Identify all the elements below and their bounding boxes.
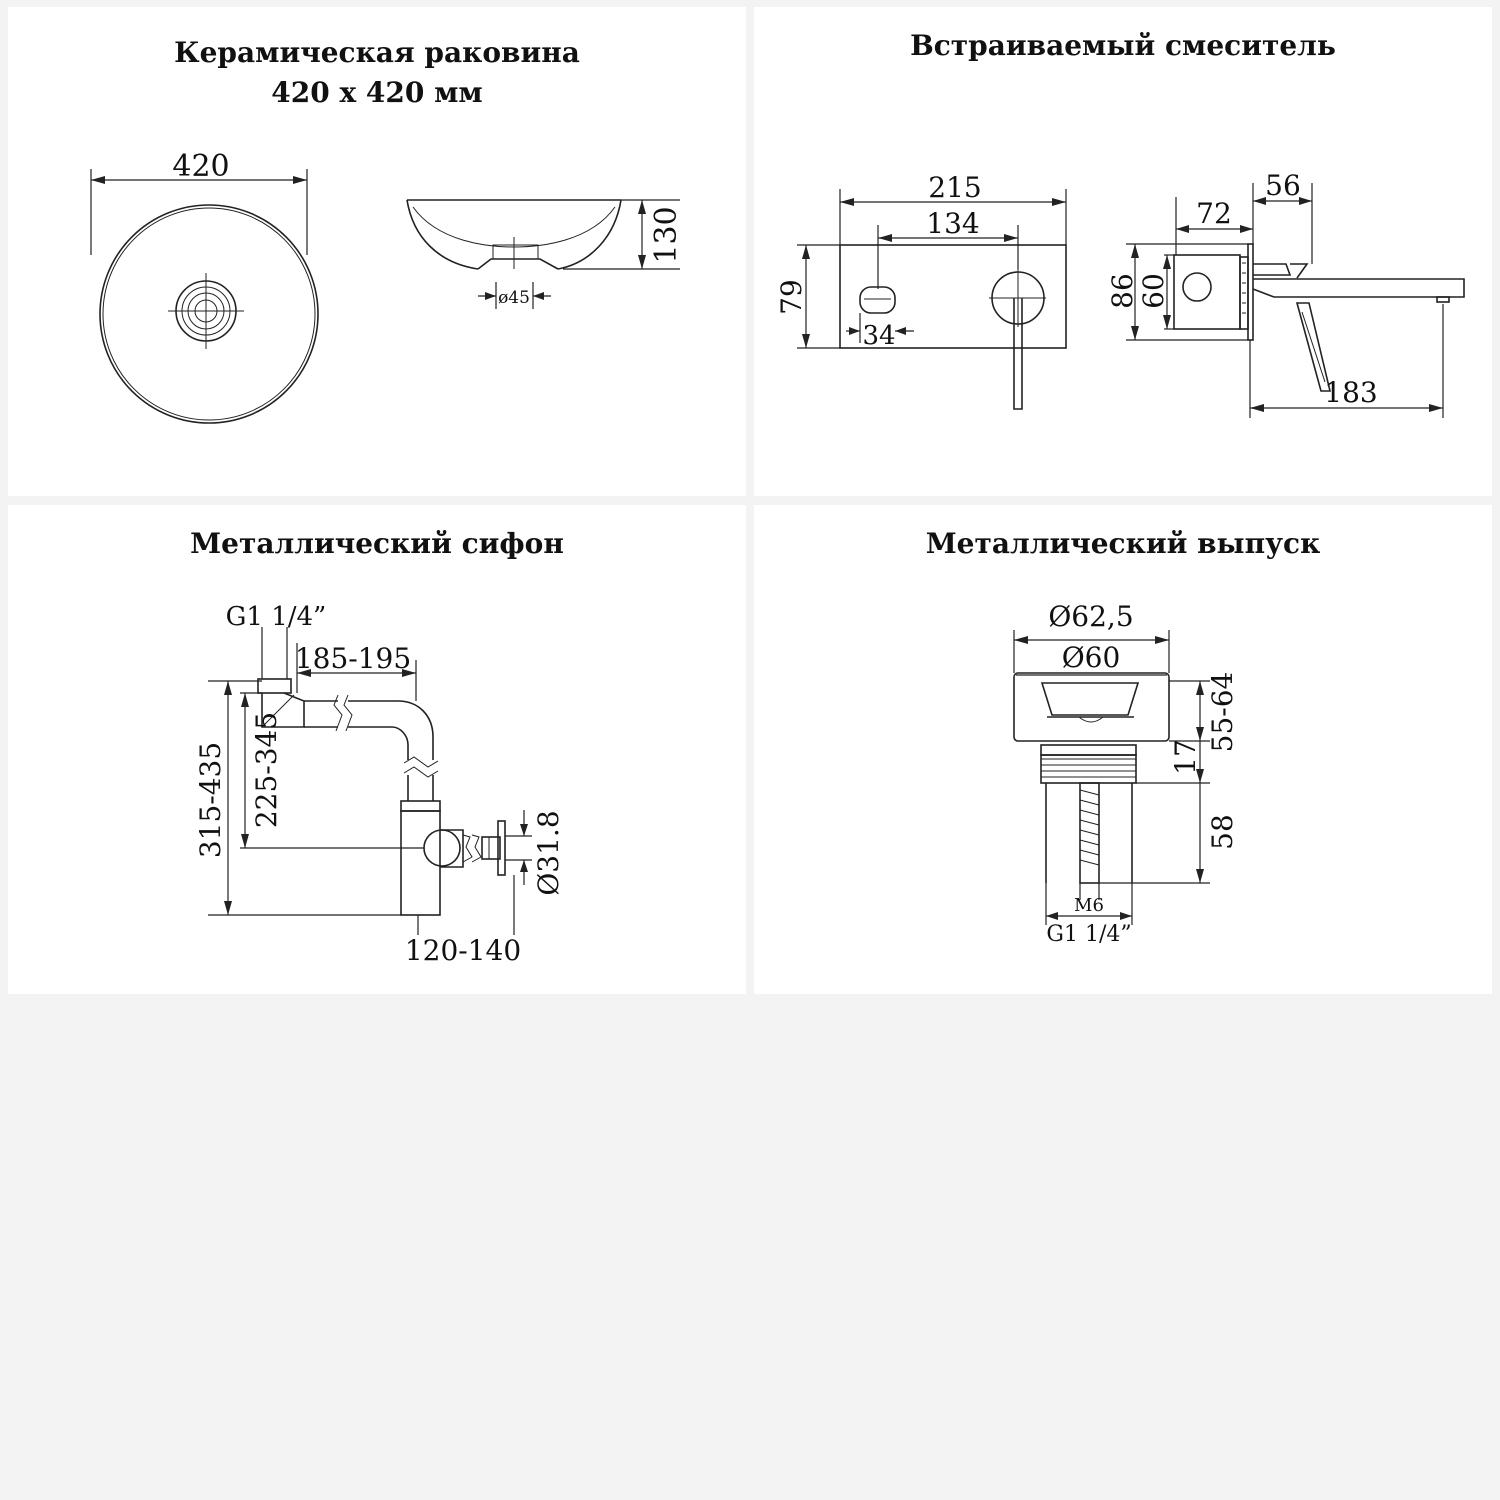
panel-metal-siphon: Металлический сифон [8,505,746,994]
dim-34: 34 [846,313,914,351]
dim-label-72: 72 [1196,197,1232,230]
dim-label-d45: ø45 [498,288,530,308]
panel-ceramic-sink: Керамическая раковина 420 х 420 мм 420 [8,7,746,496]
dim-label-55-64: 55-64 [1206,672,1239,753]
dim-label-86: 86 [1106,273,1139,309]
dim-label-134: 134 [926,207,979,240]
dim-label-d625: Ø62,5 [1048,600,1133,633]
siphon-drawing: G1 1/4” 185-195 315-435 225-345 [194,602,565,967]
dim-height-79: 79 [775,244,840,349]
dim-label-185-195: 185-195 [295,642,411,675]
dim-label-315-435: 315-435 [194,742,227,858]
dim-56: 56 [1252,169,1313,264]
dim-diameter: 420 [90,149,308,255]
dim-label-120-140: 120-140 [405,934,521,967]
dim-label-183: 183 [1324,376,1377,409]
mixer-front-view [839,244,1067,410]
drain-body [1013,672,1170,884]
dim-120-140: 120-140 [405,875,521,967]
dim-thread-g114: G1 1/4” [226,602,327,679]
dim-spacing-134: 134 [877,207,1019,289]
dim-d60: Ø60 [1016,641,1167,676]
dim-label-225-345: 225-345 [250,712,283,828]
sink-drawing: 420 130 ø45 [90,149,684,424]
dim-86-60: 86 60 [1106,243,1248,341]
panel-built-in-mixer: Встраиваемый смеситель 215 134 [754,7,1492,496]
dim-label-17: 17 [1169,739,1202,775]
dim-label-58: 58 [1206,814,1239,850]
mixer-drawing: 215 134 79 34 [775,169,1465,418]
title-line-2: 420 х 420 мм [271,76,483,109]
dim-label-60: 60 [1137,273,1170,309]
dim-315-435: 315-435 [194,680,401,916]
dim-183: 183 [1249,304,1444,418]
dim-72: 72 [1175,197,1253,255]
dim-label-420: 420 [172,149,229,184]
dim-label-79: 79 [775,279,808,315]
dim-d318: Ø31.8 [505,810,565,896]
panel-title: Керамическая раковина 420 х 420 мм [8,33,746,113]
siphon-body [257,678,506,916]
dim-label-g114: G1 1/4” [1046,922,1131,947]
dim-label-m6: M6 [1074,895,1104,916]
dim-label-d318: Ø31.8 [532,810,565,895]
sink-top-view [99,204,319,424]
dim-label-215: 215 [928,171,981,204]
dim-m6-g114: M6 G1 1/4” [1045,883,1133,947]
dim-label-34: 34 [862,321,895,351]
dim-width-215: 215 [839,171,1067,245]
panel-title: Металлический выпуск [925,527,1321,560]
dim-label-130: 130 [649,206,684,263]
dim-d625: Ø62,5 [1013,600,1170,673]
dim-55-64-17-58: 55-64 17 58 [1099,672,1239,884]
sink-side-view: 130 ø45 [406,199,684,309]
dim-185-195: 185-195 [295,642,417,701]
panel-metal-drain: Металлический выпуск Ø62,5 [754,505,1492,994]
dim-label-d60: Ø60 [1062,641,1121,674]
drain-drawing: Ø62,5 Ø60 55-64 17 58 [1013,600,1239,947]
panel-title: Встраиваемый смеситель [910,29,1336,62]
dim-label-thread: G1 1/4” [226,602,327,632]
dim-225-345: 225-345 [240,692,424,849]
title-line-1: Керамическая раковина [174,36,580,69]
dim-label-56: 56 [1265,169,1301,202]
panel-title: Металлический сифон [190,527,564,560]
mixer-side-view [1173,243,1465,392]
